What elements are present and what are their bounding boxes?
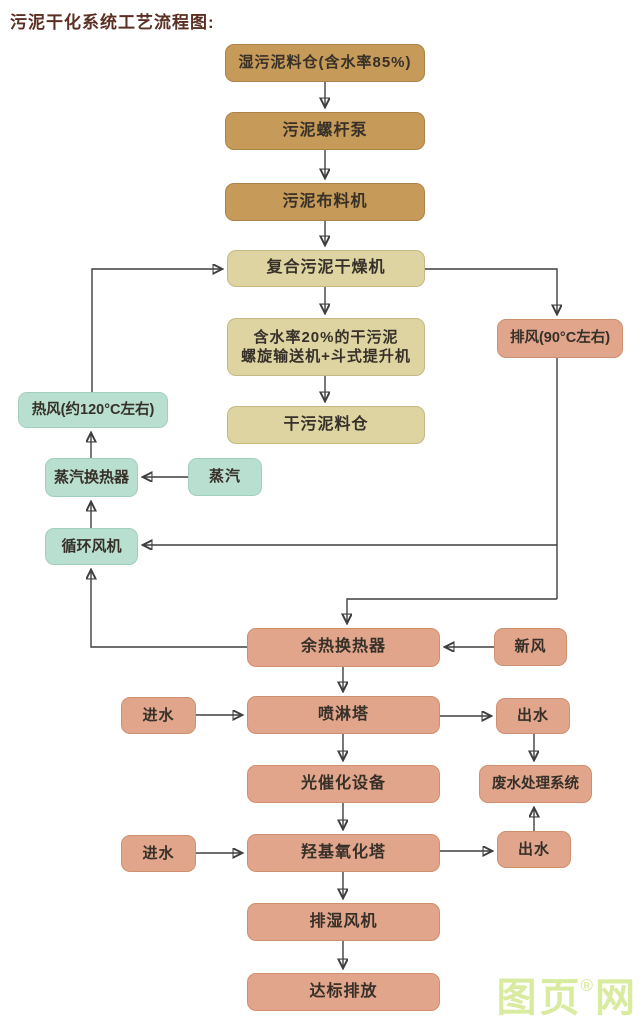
node-sludge-screw-pump: 污泥螺杆泵 <box>225 112 425 150</box>
node-fresh-air: 新风 <box>494 628 567 666</box>
node-sludge-distributor: 污泥布料机 <box>225 183 425 221</box>
node-waste-heat-exchanger: 余热换热器 <box>247 628 440 667</box>
edge-dryer-to-exhaust <box>425 268 557 313</box>
node-circulation-fan: 循环风机 <box>45 528 138 565</box>
node-steam: 蒸汽 <box>188 458 262 496</box>
node-outlet-water-1: 出水 <box>496 698 570 734</box>
watermark-logo: 图页®网 <box>496 976 638 1020</box>
node-hot-air: 热风(约120°C左右) <box>18 392 168 428</box>
edge-trunk-to-waste-heat-hx <box>347 598 557 622</box>
node-wastewater-treatment-system: 废水处理系统 <box>479 765 592 803</box>
registered-trademark-icon: ® <box>580 976 593 995</box>
node-dry-sludge-conveyor: 含水率20%的干污泥 螺旋输送机+斗式提升机 <box>227 318 425 376</box>
watermark-text-right: 网 <box>595 976 638 1020</box>
node-spray-tower: 喷淋塔 <box>247 696 440 734</box>
edge-waste-heat-hx-to-circ-fan <box>91 571 247 648</box>
node-dry-sludge-silo: 干污泥料仓 <box>227 406 425 444</box>
node-wet-sludge-silo: 湿污泥料仓(含水率85%) <box>225 44 425 82</box>
edge-hot-air-to-dryer <box>91 269 221 392</box>
node-hydroxyl-oxidation-tower: 羟基氧化塔 <box>247 834 440 872</box>
node-inlet-water-2: 进水 <box>121 835 196 872</box>
node-steam-heat-exchanger: 蒸汽换热器 <box>45 458 138 497</box>
watermark-text-left: 图页 <box>496 976 583 1020</box>
node-photocatalytic-equipment: 光催化设备 <box>247 765 440 803</box>
node-inlet-water-1: 进水 <box>121 697 196 734</box>
node-outlet-water-2: 出水 <box>497 831 571 868</box>
node-standard-discharge: 达标排放 <box>247 973 440 1011</box>
node-dehumidifying-fan: 排湿风机 <box>247 903 440 941</box>
node-exhaust-air: 排风(90°C左右) <box>497 319 623 358</box>
page-title: 污泥干化系统工艺流程图: <box>10 13 215 32</box>
node-composite-sludge-dryer: 复合污泥干燥机 <box>227 250 425 287</box>
